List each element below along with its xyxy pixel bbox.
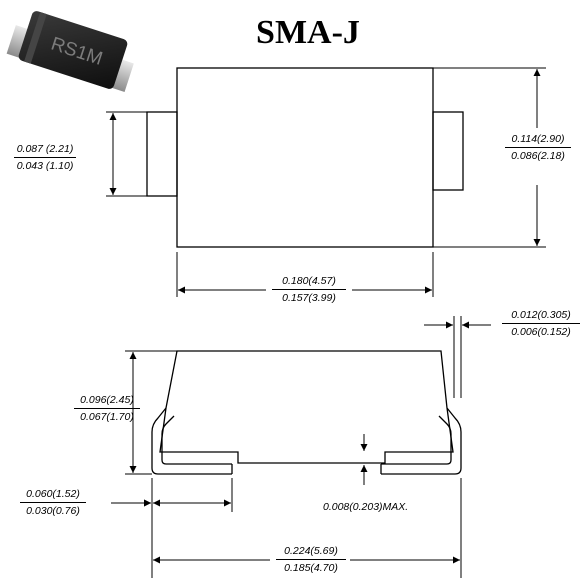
body-height-label: 0.096(2.45) 0.067(1.70) (74, 393, 140, 424)
side-view (151, 350, 462, 475)
body-height-max: 0.096(2.45) (80, 394, 134, 406)
fraction-rule (20, 502, 86, 503)
fraction-rule (505, 147, 571, 148)
lead-length-dimension (111, 478, 233, 578)
body-length-dimension (176, 252, 434, 297)
lead-right-inner (381, 415, 452, 465)
body-height-dimension (125, 350, 177, 475)
standoff-note: 0.008(0.203)MAX. (323, 501, 409, 513)
lead-left-photo (6, 25, 32, 59)
body-length-max: 0.180(4.57) (282, 275, 336, 287)
lead-thickness-min: 0.006(0.152) (511, 326, 571, 338)
lead-length-min: 0.030(0.76) (26, 505, 80, 517)
top-view (146, 67, 464, 248)
cathode-band (24, 11, 47, 64)
body-length-min: 0.157(3.99) (282, 292, 336, 304)
lead-width-min: 0.043 (1.10) (16, 160, 74, 172)
lead-right-outer (381, 407, 462, 475)
lead-width-dimension (106, 111, 147, 197)
lead-thickness-max: 0.012(0.305) (511, 309, 571, 321)
lead-left-inner (161, 415, 232, 465)
overall-length-dimension (153, 478, 462, 578)
lead-left-outer (151, 407, 232, 475)
lead-length-max: 0.060(1.52) (26, 488, 80, 500)
body-width-label: 0.114(2.90) 0.086(2.18) (505, 132, 571, 163)
lead-width-max: 0.087 (2.21) (16, 143, 74, 155)
lead-pad-right (432, 111, 464, 191)
component-photo: RS1M (6, 11, 134, 92)
lead-thickness-dimension (424, 316, 491, 398)
lead-width-label: 0.087 (2.21) 0.043 (1.10) (14, 142, 76, 173)
fraction-rule (502, 323, 580, 324)
overall-length-min: 0.185(4.70) (284, 562, 338, 574)
lead-pad-left (146, 111, 178, 197)
fraction-rule (276, 559, 346, 560)
component-body-photo (18, 11, 128, 89)
body-width-dimension (433, 67, 546, 248)
lead-right-photo (109, 58, 134, 92)
lead-length-label: 0.060(1.52) 0.030(0.76) (20, 487, 86, 518)
body-length-label: 0.180(4.57) 0.157(3.99) (272, 274, 346, 305)
overall-length-max: 0.224(5.69) (284, 545, 338, 557)
fraction-rule (272, 289, 346, 290)
overall-length-label: 0.224(5.69) 0.185(4.70) (276, 544, 346, 575)
body-height-min: 0.067(1.70) (80, 411, 134, 423)
body-outline-side (159, 350, 454, 464)
body-width-max: 0.114(2.90) (511, 133, 565, 145)
page-title: SMA-J (256, 14, 360, 51)
lead-thickness-label: 0.012(0.305) 0.006(0.152) (502, 308, 580, 339)
body-width-min: 0.086(2.18) (511, 150, 565, 162)
fraction-rule (14, 157, 76, 158)
body-outline-top (176, 67, 434, 248)
fraction-rule (74, 408, 140, 409)
